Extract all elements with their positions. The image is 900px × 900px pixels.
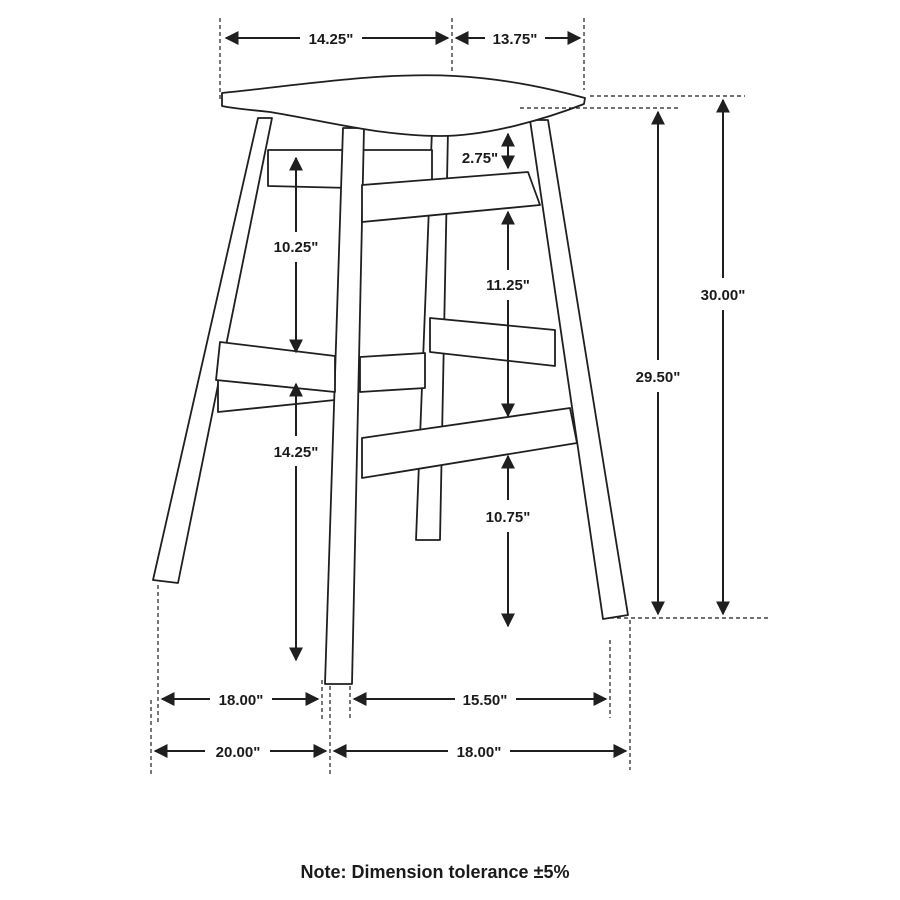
front-upper-rail [361,171,541,223]
label-base-width-outer: 18.00" [457,744,502,761]
label-overall-height: 30.00" [701,287,746,304]
seat [221,74,586,137]
dimension-arrows [153,31,730,758]
label-base-depth-outer: 20.00" [216,744,261,761]
label-seat-depth: 13.75" [493,31,538,48]
label-seat-height: 29.50" [636,369,681,386]
label-base-depth-inner: 18.00" [219,692,264,709]
front-left-leg [324,127,365,685]
back-lower-rail [429,317,556,367]
back-left-leg [152,117,273,584]
left-mid-rail-right [359,352,426,393]
label-seat-width: 14.25" [309,31,354,48]
label-lower-rail-right: 10.75" [486,509,531,526]
label-lower-rail-left: 14.25" [274,444,319,461]
front-lower-rail [361,407,578,479]
label-rail-gap-right: 11.25" [486,277,530,294]
label-rail-gap-left: 10.25" [274,239,319,256]
extension-lines [150,18,770,775]
tolerance-note: Note: Dimension tolerance ±5% [300,862,570,882]
label-seat-thickness: 2.75" [462,150,498,167]
label-base-width-inner: 15.50" [463,692,508,709]
front-right-leg [529,119,629,620]
